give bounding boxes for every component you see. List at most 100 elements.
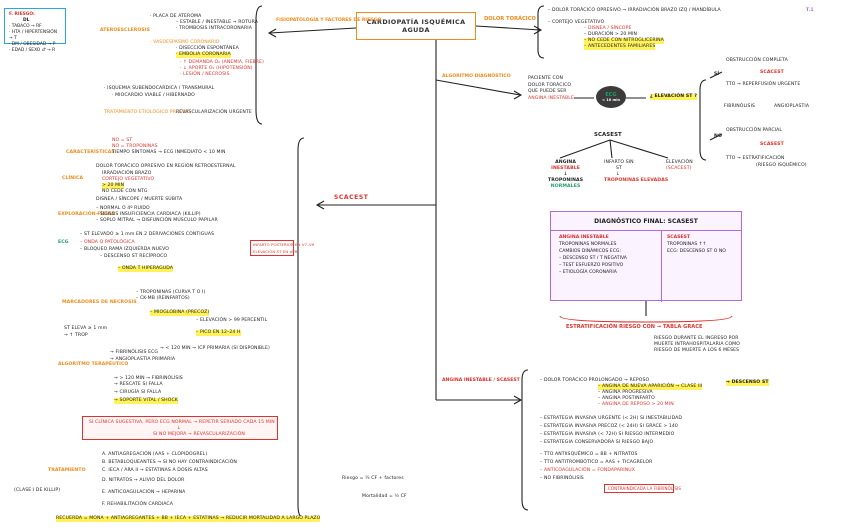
marc-item: – CK-MB (REINFARTOS) <box>136 296 190 301</box>
main-title: CARDIOPATÍA ISQUÉMICA AGUDA <box>356 12 476 40</box>
algo-yes-item: ANGIOPLASTIA <box>774 104 810 109</box>
strat-line: MUERTE INTRAHOSPITALARIA COMO <box>654 342 740 347</box>
scasest-item: – DOLOR TORÁCICO PROLONGADO → REPOSO <box>540 378 650 383</box>
tree-line: ↓ <box>616 172 620 177</box>
algo-start-line: DOLOR TORÁCICO <box>528 82 572 88</box>
diag-item: ECG: DESCENSO ST O NO <box>667 249 726 254</box>
scacest-ecg: ECG <box>58 240 69 245</box>
topright-line: – DURACIÓN > 20 MIN <box>584 32 638 37</box>
formula: Riesgo = ¼ CF + factores <box>342 476 404 481</box>
diag-item: CAMBIOS DINÁMICOS ECG: <box>559 249 622 254</box>
scasest-tree-head: SCASEST <box>594 132 622 138</box>
diagnosis-col2: SCASEST TROPONINAS ↑↑ ECG: DESCENSO ST O… <box>667 234 726 255</box>
algo-start-line: PACIENTE CON <box>528 76 564 81</box>
scacest-tratamiento: TRATAMIENTO <box>48 468 86 473</box>
diagnosis-divider <box>661 230 662 302</box>
tree-line: NORMALES <box>550 184 581 189</box>
scasest-mid: – ESTRATEGIA INVASIVA URGENTE (< 2H) SI … <box>540 416 683 421</box>
ecg-node: ECG < 10 min <box>596 86 626 108</box>
tree-line: ↓ <box>563 172 568 177</box>
extra-line: ST ELEVA ≥ 1 mm <box>64 326 108 331</box>
tree-line: INESTABLE <box>551 166 580 171</box>
tree-line: TROPONINAS ELEVADAS <box>604 178 669 183</box>
algo-yes-item: SCACEST <box>760 70 784 75</box>
topleft-line: · ISQUEMIA SUBENDOCARDICA / TRANSMURAL <box>104 86 215 91</box>
scasest-tree-left: ANGINA INESTABLE ↓ TROPONINAS NORMALES <box>548 160 583 190</box>
algo-start-line: QUE PUEDE SER <box>528 89 567 94</box>
marc-item: – PICO EN 12–24 H <box>196 330 241 336</box>
topleft-note: TRATAMIENTO ETIOLÓGICO PRECOZ <box>104 110 190 115</box>
clinica-item: > 20 MIN <box>102 183 125 189</box>
algo-item: → RESCATE SI FALLA <box>114 382 163 387</box>
bracket-scacest <box>297 137 305 519</box>
trat-item: F. REHABILITACIÓN CARDIACA <box>102 502 173 507</box>
trat-item: E. ANTICOAGULACIÓN → HEPARINA <box>102 490 186 495</box>
tree-line: ANGINA <box>555 160 576 165</box>
diag-item: TROPONINAS NORMALES <box>559 242 617 247</box>
algo-item: → CIRUGÍA SI FALLA <box>114 390 162 395</box>
scasest-tree-mid: INFARTO SIN ST ↓ TROPONINAS ELEVADAS <box>604 160 668 184</box>
topleft-line: · ↑ DEMANDA O₂ (ANEMIA, FIEBRE) <box>180 60 264 65</box>
tree-line: (SCACEST) <box>666 166 692 171</box>
footnote-left: (CLASE I DE KILLIP) <box>14 488 61 493</box>
tree-line: INFARTO SIN <box>604 160 634 165</box>
scacest-explor: EXPLORACIÓN FÍSICA <box>58 212 115 217</box>
ecg-item: – BLOQUEO RAMA IZQUIERDA NUEVO <box>80 247 169 252</box>
algo-no: NO <box>714 134 722 139</box>
scasest-low: – ANTICOAGULACIÓN = FONDAPARINUX <box>540 468 635 473</box>
scasest-box-note: CONTRAINDICADA LA FIBRINÓLISIS <box>604 484 681 493</box>
topleft-line: · DISECCIÓN ESPONTÁNEA <box>176 46 239 51</box>
explor-item: – SIGNOS INSUFICIENCIA CARDIACA (KILLIP) <box>96 212 201 217</box>
legend-title: F. RIESGO: <box>9 12 35 17</box>
algo-start-line: ANGINA INESTABLE <box>528 95 574 101</box>
branch-line-algo <box>435 79 521 96</box>
marc-item: – TROPONINAS (CURVA T O I) <box>136 290 206 295</box>
ecg-sub: < 10 min <box>601 98 621 102</box>
algo-yes-item: FIBRINÓLISIS <box>724 104 756 109</box>
legend-item: · HTA / HIPERTENSIÓN → T <box>9 30 58 41</box>
legend-item: · DM / OBESIDAD → P <box>9 42 56 47</box>
legend-sub: DL <box>23 18 30 23</box>
topleft-line: · ↓ APORTE O₂ (HIPOTENSIÓN) <box>180 66 253 71</box>
topleft-line: · LESIÓN / NECROSIS <box>180 72 230 77</box>
clinica-item: DOLOR TORÁCICO OPRESIVO EN REGIÓN RETROE… <box>96 164 236 169</box>
topright-line: – CORTEJO VEGETATIVO <box>548 20 605 25</box>
branch-label-scasest: ANGINA INESTABLE / SCASEST <box>442 378 520 383</box>
warning-line: SI CLÍNICA SUGESTIVA, PERO ECG NORMAL → … <box>89 420 275 425</box>
scasest-item: – ANGINA DE NUEVA APARICIÓN → CLASE III <box>598 384 703 390</box>
trat-item: D. NITRATOS → ALIVIO DEL DOLOR <box>102 478 185 483</box>
main-title-line2: AGUDA <box>402 26 430 34</box>
branch-line-topleft <box>269 27 357 34</box>
formula: Mortalidad = ½ CF <box>362 494 407 499</box>
explor-item: – SOPLO MITRAL → DISFUNCIÓN MÚSCULO PAPI… <box>96 218 218 223</box>
warning-line: SI NO MEJORA → REVASCULARIZACIÓN <box>153 432 245 437</box>
diagnosis-col1: ANGINA INESTABLE TROPONINAS NORMALES CAM… <box>559 234 627 276</box>
ecg-item: – ST ELEVADO ≥ 1 mm EN 2 DERIVACIONES CO… <box>80 232 215 237</box>
strat-line: RIESGO DE MUERTE A LOS 6 MESES <box>654 348 740 353</box>
topleft-line: · PLACA DE ATEROMA <box>150 14 202 19</box>
diagnosis-box: DIAGNÓSTICO FINAL: SCASEST ANGINA INESTA… <box>550 211 742 302</box>
main-title-line1: CARDIOPATÍA ISQUÉMICA <box>366 18 466 26</box>
ecg-box-line: INFARTO POSTERIOR EN V7–V9 <box>253 242 315 247</box>
algo-item: → > 120 MIN → FIBRINÓLISIS <box>114 376 183 381</box>
branch-label-scacest: SCACEST <box>334 194 369 201</box>
algo-item: → SOPORTE VITAL / SHOCK <box>114 398 178 404</box>
tree-line: ST <box>616 166 622 171</box>
caract-item: NO = ST <box>112 138 133 143</box>
ecg-label: ECG <box>605 92 617 98</box>
strat-title: ESTRATIFICACIÓN RIESGO CON → TABLA GRACE <box>566 324 703 330</box>
algo-start: PACIENTE CON DOLOR TORÁCICO QUE PUEDE SE… <box>528 76 574 102</box>
diagnosis-header: DIAGNÓSTICO FINAL: SCASEST <box>551 212 741 231</box>
explor-item: – NORMAL O 4º RUIDO <box>96 206 150 211</box>
topleft-line: · MIOCARDIO VIABLE / HIBERNADO <box>112 93 195 98</box>
ecg-item: – ONDA Q PATOLÓGICA <box>80 240 135 245</box>
ecg-box-line: ELEVACIÓN ST EN aVR <box>253 249 298 254</box>
scasest-mid: – ESTRATEGIA CONSERVADORA SI RIESGO BAJO <box>540 440 654 445</box>
scasest-box-text: CONTRAINDICADA LA FIBRINÓLISIS <box>608 486 682 491</box>
algo-no-item: SCASEST <box>760 142 784 147</box>
ecg-item: – DESCENSO ST RECÍPROCO <box>100 254 168 259</box>
scacest-caract: CARACTERÍSTICAS <box>66 150 115 155</box>
topleft-line: · EMBOLIA CORONARIA <box>176 52 231 58</box>
topleft-note: REVASCULARIZACIÓN URGENTE <box>176 110 252 115</box>
legend-item: · TABACO → RF <box>9 24 42 29</box>
